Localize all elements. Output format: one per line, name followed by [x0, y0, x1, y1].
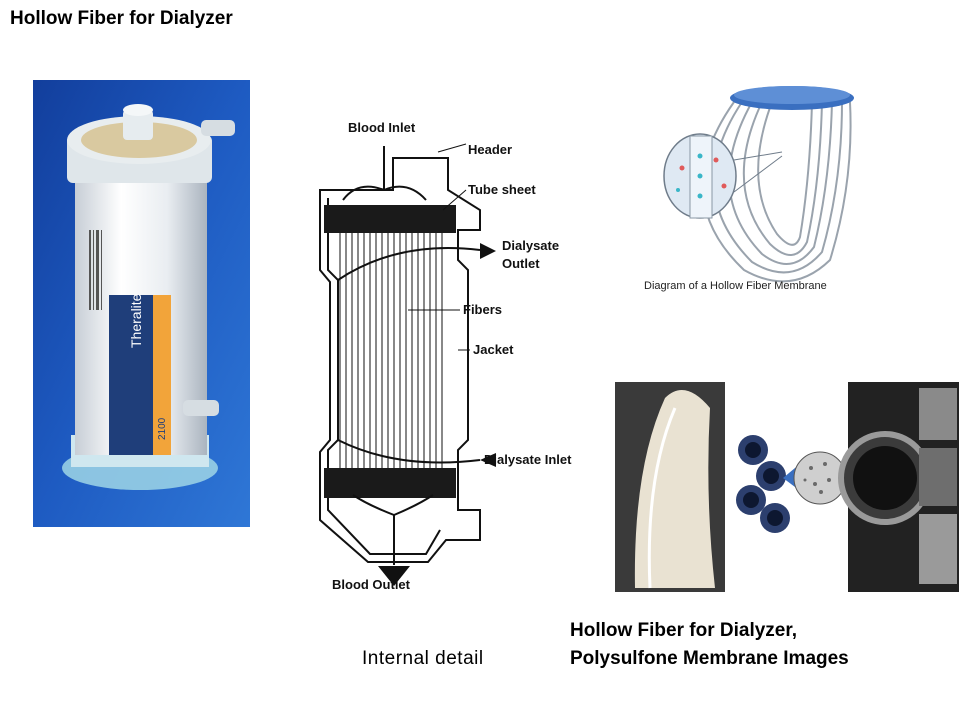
dialyzer-photo: Theralite 2100: [33, 80, 250, 527]
dialyzer-schematic: Blood Inlet Header Tube sheet Dialysate …: [319, 120, 572, 592]
hollow-fiber-membrane-diagram: Diagram of a Hollow Fiber Membrane: [644, 86, 854, 292]
label-dialysate-outlet-2: Outlet: [502, 256, 540, 271]
label-jacket: Jacket: [473, 342, 514, 357]
label-header: Header: [468, 142, 512, 157]
fibers-bundle: [339, 233, 443, 468]
label-dialysate-outlet-1: Dialysate: [502, 238, 559, 253]
dialysate-inlet-arrowhead: [480, 453, 496, 467]
bottom-tube-sheet: [324, 468, 456, 498]
housing-outline: [319, 157, 481, 563]
label-tube-sheet: Tube sheet: [468, 182, 536, 197]
membrane-diagram-caption: Diagram of a Hollow Fiber Membrane: [644, 280, 827, 292]
images-caption-line1: Hollow Fiber for Dialyzer,: [570, 620, 797, 641]
brand-label: Theralite: [128, 293, 144, 348]
schematic-caption: Internal detail: [362, 648, 484, 669]
dialysate-inlet-flow: [337, 439, 481, 464]
dialysate-outlet-arrowhead: [480, 243, 496, 259]
blood-collect-arrows: [352, 494, 434, 516]
page-title: Hollow Fiber for Dialyzer: [10, 8, 233, 29]
blood-outlet-arrowhead: [378, 566, 410, 586]
label-fibers: Fibers: [463, 302, 502, 317]
label-blood-outlet: Blood Outlet: [332, 577, 411, 592]
blood-spread-arrows: [342, 185, 427, 201]
membrane-images-strip: [615, 368, 959, 592]
top-tube-sheet: [324, 205, 456, 233]
images-caption: Hollow Fiber for Dialyzer, Polysulfone M…: [570, 617, 849, 673]
label-dialysate-inlet: Dialysate Inlet: [484, 452, 572, 467]
images-caption-line2: Polysulfone Membrane Images: [570, 648, 849, 669]
dialysate-outlet-flow: [337, 247, 481, 281]
tube-ends: [736, 435, 790, 533]
label-blood-inlet: Blood Inlet: [348, 120, 416, 135]
model-label: 2100: [157, 417, 168, 440]
